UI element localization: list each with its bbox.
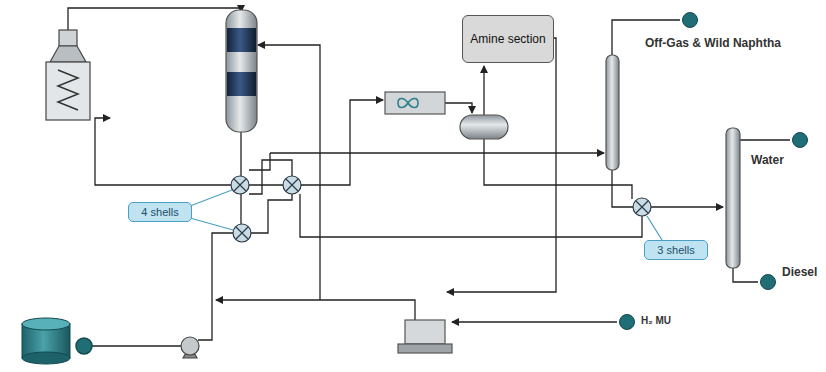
terminal-point — [682, 12, 698, 28]
process-box: Amine section — [462, 15, 554, 63]
separator-drum — [460, 115, 508, 139]
fired-heater — [46, 30, 90, 120]
air-cooler — [385, 92, 445, 114]
compressor — [398, 320, 452, 353]
heat-exchangers — [231, 176, 651, 242]
stream-label: Off-Gas & Wild Naphtha — [645, 36, 781, 50]
terminal-point — [760, 274, 776, 290]
process-lines — [68, 8, 790, 346]
stream-label: Water — [751, 153, 784, 167]
callout-box: 4 shells — [128, 202, 192, 222]
node-label: 4 shells — [141, 206, 178, 218]
reactor — [226, 10, 257, 132]
pump — [181, 337, 199, 358]
callout-box: 3 shells — [644, 240, 708, 260]
stream-label: H₂ MU — [641, 315, 671, 326]
terminal-point — [619, 314, 635, 330]
dryer-column — [726, 128, 740, 268]
terminal-point — [792, 132, 808, 148]
node-label: 3 shells — [657, 244, 694, 256]
node-label: Amine section — [470, 32, 545, 46]
stream-label: Diesel — [782, 265, 817, 279]
callout-leaders — [190, 190, 662, 240]
feed-tank — [22, 318, 92, 364]
stripper-column — [606, 55, 619, 170]
